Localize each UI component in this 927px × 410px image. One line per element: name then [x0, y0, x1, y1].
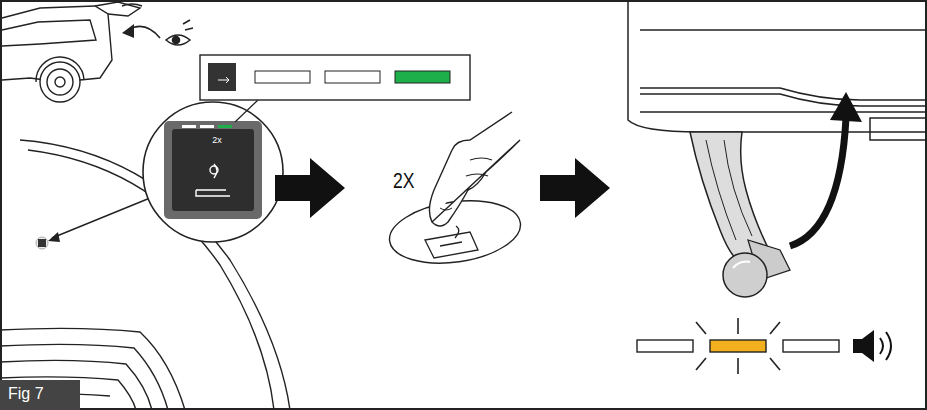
node-text: 2x: [176, 135, 258, 145]
figure-tag: Fig 7: [0, 380, 80, 410]
press-count: 2X: [393, 168, 415, 194]
button-face: 2x: [172, 129, 262, 211]
node-text: Fig 7: [8, 385, 72, 403]
